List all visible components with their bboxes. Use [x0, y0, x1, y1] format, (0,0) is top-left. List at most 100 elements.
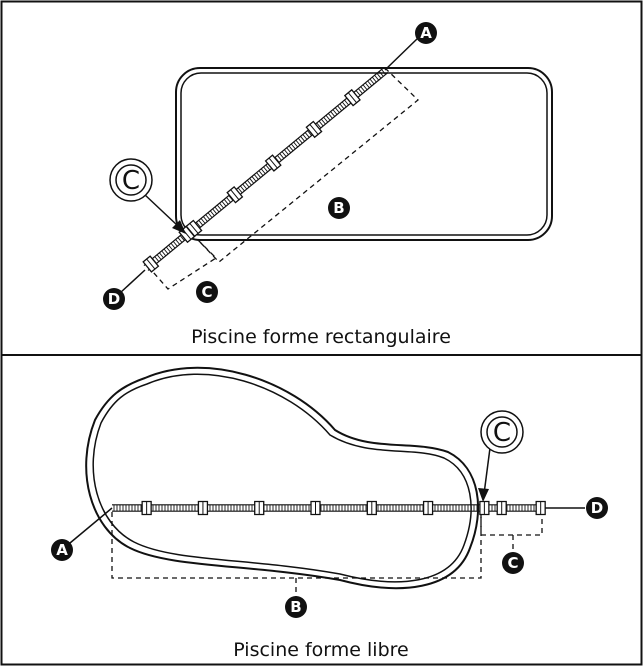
- hose-rib: [337, 105, 342, 112]
- callout-c-ring-label: C: [122, 166, 140, 196]
- hose-rib: [295, 139, 301, 146]
- arrow-head: [172, 220, 186, 234]
- hose-rib: [221, 200, 227, 207]
- hose-rib: [161, 250, 167, 257]
- hose-rib: [165, 246, 171, 253]
- callout-b-label: B: [333, 199, 344, 217]
- hose-rib: [168, 244, 174, 251]
- hose-rib: [209, 210, 215, 217]
- hose-rib: [223, 199, 229, 205]
- hose-rib: [177, 237, 183, 243]
- hose: [142, 67, 389, 273]
- hose-coupler-seam: [230, 189, 240, 201]
- hose-rib: [286, 147, 292, 154]
- hose-rib: [316, 122, 322, 129]
- hose-rib: [175, 239, 181, 245]
- dimension-b-bracket-2: [111, 512, 482, 579]
- hose-rib: [362, 84, 368, 91]
- hose-rib: [203, 216, 208, 222]
- hose-rib: [156, 254, 162, 260]
- hose-rib: [246, 179, 252, 186]
- hose-rib: [378, 71, 384, 77]
- callout-b-2-label: B: [290, 598, 301, 616]
- hose-rib: [339, 103, 345, 110]
- hose-rib: [288, 145, 294, 152]
- panel-rectangular: A B C D C Piscine forme rectangulaire: [103, 22, 553, 348]
- hose-rib: [318, 120, 324, 127]
- callout-c-label: C: [201, 283, 212, 301]
- hose-rib: [367, 80, 373, 87]
- hose-rib: [371, 76, 377, 83]
- hose-rib: [297, 137, 303, 144]
- callout-c-ring-2: C: [480, 410, 524, 454]
- hose-rib: [284, 149, 289, 155]
- hose-rib: [332, 109, 338, 115]
- hose-rib: [281, 151, 287, 157]
- hose-rib: [369, 78, 375, 85]
- callout-d: D: [103, 288, 125, 310]
- hose-rib: [327, 113, 333, 119]
- hose-rib: [226, 197, 231, 203]
- hose-rib: [344, 99, 349, 106]
- hose-rib: [249, 178, 255, 184]
- hose-rib: [293, 141, 299, 148]
- hose-rib: [179, 235, 185, 241]
- hose-rib: [237, 187, 243, 194]
- hose-rib: [290, 143, 296, 150]
- rectangular-pool-outline: [175, 67, 553, 241]
- hose-rib: [256, 172, 262, 178]
- hose-rib: [172, 241, 178, 247]
- freeform-pool-outline: [85, 366, 480, 590]
- hose-rib: [212, 208, 218, 215]
- hose-rib: [304, 132, 310, 138]
- arrow-head-2: [478, 488, 489, 502]
- hose-rib: [265, 164, 271, 171]
- caption-rectangular: Piscine forme rectangulaire: [191, 326, 451, 348]
- callout-c-2-label: C: [507, 554, 518, 572]
- leader-c-ring-2: [483, 447, 491, 495]
- hose-rib: [263, 166, 268, 173]
- hose-rib: [258, 170, 264, 176]
- hose-rib: [334, 107, 340, 113]
- callout-c-ring-2-label: C: [493, 418, 511, 448]
- hose-rib: [260, 168, 266, 175]
- hose-rib: [154, 256, 160, 262]
- dimension-c-bracket-2: [480, 517, 543, 536]
- caption-freeform: Piscine forme libre: [233, 639, 408, 661]
- hose-rib: [325, 115, 331, 121]
- leader-a: [384, 37, 419, 71]
- hose-rib: [200, 218, 206, 224]
- hose-rib: [170, 242, 176, 249]
- hose-rib: [355, 90, 361, 96]
- hose-rib: [163, 248, 169, 255]
- hose-rib: [360, 86, 366, 92]
- callout-b: B: [328, 197, 350, 219]
- callout-c-ring: C: [109, 158, 153, 202]
- hose-rib: [196, 221, 201, 228]
- hose-rib: [240, 185, 245, 192]
- hose-coupler-seam: [309, 124, 319, 135]
- callout-d-label: D: [108, 290, 120, 308]
- panel-freeform: A B C D C Piscine forme libre: [51, 366, 608, 661]
- hose-rib: [381, 69, 386, 75]
- hose-rib: [251, 176, 257, 182]
- hose-rib: [374, 74, 380, 81]
- hose-rib: [300, 136, 305, 142]
- hose-rib: [205, 214, 211, 220]
- hose-coupler-seam: [347, 92, 357, 104]
- dimension-c-bracket: [152, 239, 218, 290]
- hose-coupler-seam: [146, 258, 156, 270]
- hose-rib: [279, 153, 285, 159]
- callout-c-2: C: [502, 552, 524, 574]
- hose-rib: [242, 183, 248, 190]
- hose-rib: [365, 82, 370, 89]
- hose-rib: [376, 73, 382, 79]
- hose-rib: [323, 116, 329, 123]
- hose-rib: [277, 155, 282, 161]
- hose-rib: [244, 181, 250, 188]
- hose-rib: [216, 204, 222, 211]
- hose-rib: [341, 101, 347, 108]
- callout-a-2: A: [51, 539, 73, 561]
